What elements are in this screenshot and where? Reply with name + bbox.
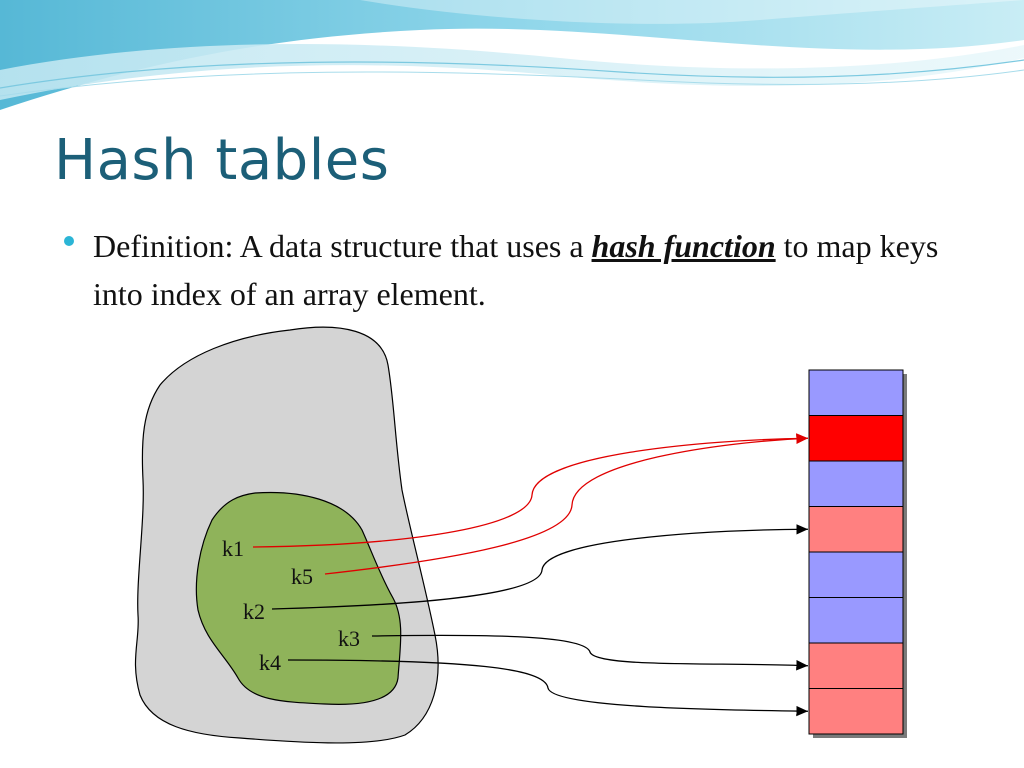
arrow-k4: [287, 659, 809, 717]
definition-term: hash function: [591, 228, 776, 264]
definition-text: Definition: A data structure that uses a…: [93, 222, 993, 318]
keyset-blob: [195, 491, 402, 705]
table-slot-7: [808, 688, 904, 735]
arrow-k1: [252, 433, 809, 548]
definition-lead: Definition: A data structure that uses a: [93, 228, 592, 264]
key-label-k3: k3: [338, 626, 360, 651]
arrow-k3: [371, 634, 809, 671]
key-label-k4: k4: [259, 650, 281, 675]
hash-table-array: [808, 369, 907, 738]
key-label-k1: k1: [222, 536, 244, 561]
table-slot-2: [808, 460, 904, 507]
definition-tail: to map keys into index of an array eleme…: [93, 228, 939, 312]
bullet-dot: [64, 236, 74, 246]
header-wave-decoration: [0, 0, 1024, 110]
table-slot-5: [808, 597, 904, 644]
table-slot-1: [808, 415, 904, 462]
table-slot-4: [808, 551, 904, 598]
table-slot-3: [808, 506, 904, 553]
slide-title: Hash tables: [54, 128, 390, 193]
table-slot-6: [808, 642, 904, 689]
key-label-k2: k2: [243, 599, 265, 624]
arrow-k2: [271, 524, 809, 610]
mapping-arrows: [252, 433, 809, 717]
arrow-k5: [324, 433, 809, 575]
table-slot-0: [808, 369, 904, 416]
key-label-k5: k5: [291, 564, 313, 589]
